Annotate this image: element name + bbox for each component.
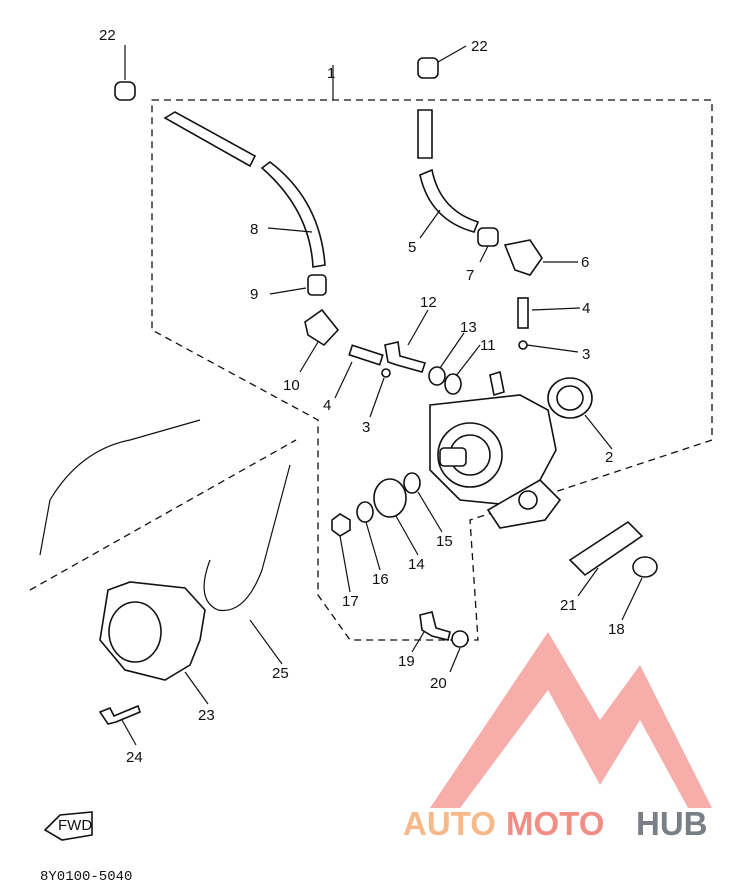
washer-15	[403, 472, 421, 494]
callout-3-right: 3	[582, 346, 590, 363]
clip-7	[477, 227, 499, 247]
spring-4-left	[348, 344, 384, 366]
clamp-22-left	[114, 81, 136, 101]
throttle-cable	[39, 419, 201, 556]
callout-19: 19	[398, 653, 415, 670]
callout-4-left: 4	[323, 397, 331, 414]
callout-4-right: 4	[582, 300, 590, 317]
bolt-12	[384, 341, 427, 373]
washer-20	[451, 630, 469, 648]
callout-3-left: 3	[362, 419, 370, 436]
union-6	[503, 239, 543, 276]
callout-21: 21	[560, 597, 577, 614]
watermark-logo	[430, 632, 712, 808]
callout-7: 7	[466, 267, 474, 284]
pump-cover-23-boss	[108, 601, 162, 663]
callout-12: 12	[420, 294, 437, 311]
oil-seal	[547, 377, 593, 419]
washer-11	[444, 373, 462, 395]
oil-pump-body	[429, 370, 562, 529]
gasket-21	[568, 520, 644, 577]
callout-20: 20	[430, 675, 447, 692]
callout-6: 6	[581, 254, 589, 271]
callout-10: 10	[283, 377, 300, 394]
watermark-word-auto: AUTO	[403, 805, 496, 842]
callout-17: 17	[342, 593, 359, 610]
spring-4-right	[517, 297, 529, 329]
callout-22-right: 22	[471, 38, 488, 55]
callout-23: 23	[198, 707, 215, 724]
fwd-arrow: FWD	[43, 811, 93, 841]
callout-labels: 22 22 1 8 9 10 5 7 6 4 3 12 13 11 4 3 2 …	[99, 27, 625, 766]
nut-17	[331, 513, 351, 537]
leader-lines	[121, 45, 643, 746]
ball-3-left	[381, 368, 391, 378]
callout-5: 5	[408, 239, 416, 256]
watermark-word-moto: MOTO	[506, 805, 604, 842]
union-bolt-10	[304, 308, 340, 347]
callout-18: 18	[608, 621, 625, 638]
washer-13	[428, 366, 446, 386]
oil-hose-5-upper	[417, 109, 433, 159]
plate-14	[373, 478, 407, 518]
bolt-24	[98, 704, 141, 725]
callout-22-left: 22	[99, 27, 116, 44]
callout-16: 16	[372, 571, 389, 588]
fwd-label: FWD	[58, 817, 92, 834]
bolt-19	[419, 611, 451, 641]
callout-8: 8	[250, 221, 258, 238]
callout-15: 15	[436, 533, 453, 550]
clamp-22-right	[417, 57, 439, 79]
watermark-wordmark: AUTO MOTO HUB	[403, 805, 708, 842]
callout-24: 24	[126, 749, 143, 766]
callout-14: 14	[408, 556, 425, 573]
callout-13: 13	[460, 319, 477, 336]
callout-9: 9	[250, 286, 258, 303]
cable-boundary	[29, 439, 297, 591]
callout-25: 25	[272, 665, 289, 682]
ball-3-right	[518, 340, 528, 350]
drawing-code: 8Y0100-5040	[40, 869, 132, 885]
callout-11: 11	[480, 337, 496, 354]
washer-16	[356, 501, 374, 523]
oil-hose-8	[163, 111, 257, 168]
watermark-word-hub: HUB	[636, 805, 708, 842]
clip-9	[307, 274, 327, 296]
oil-hose-5-lower	[419, 168, 480, 233]
oil-hose-8-lower	[260, 160, 326, 268]
callout-1: 1	[327, 65, 335, 82]
callout-2: 2	[605, 449, 613, 466]
washer-18	[632, 556, 658, 578]
pump-cable-25	[203, 464, 291, 612]
